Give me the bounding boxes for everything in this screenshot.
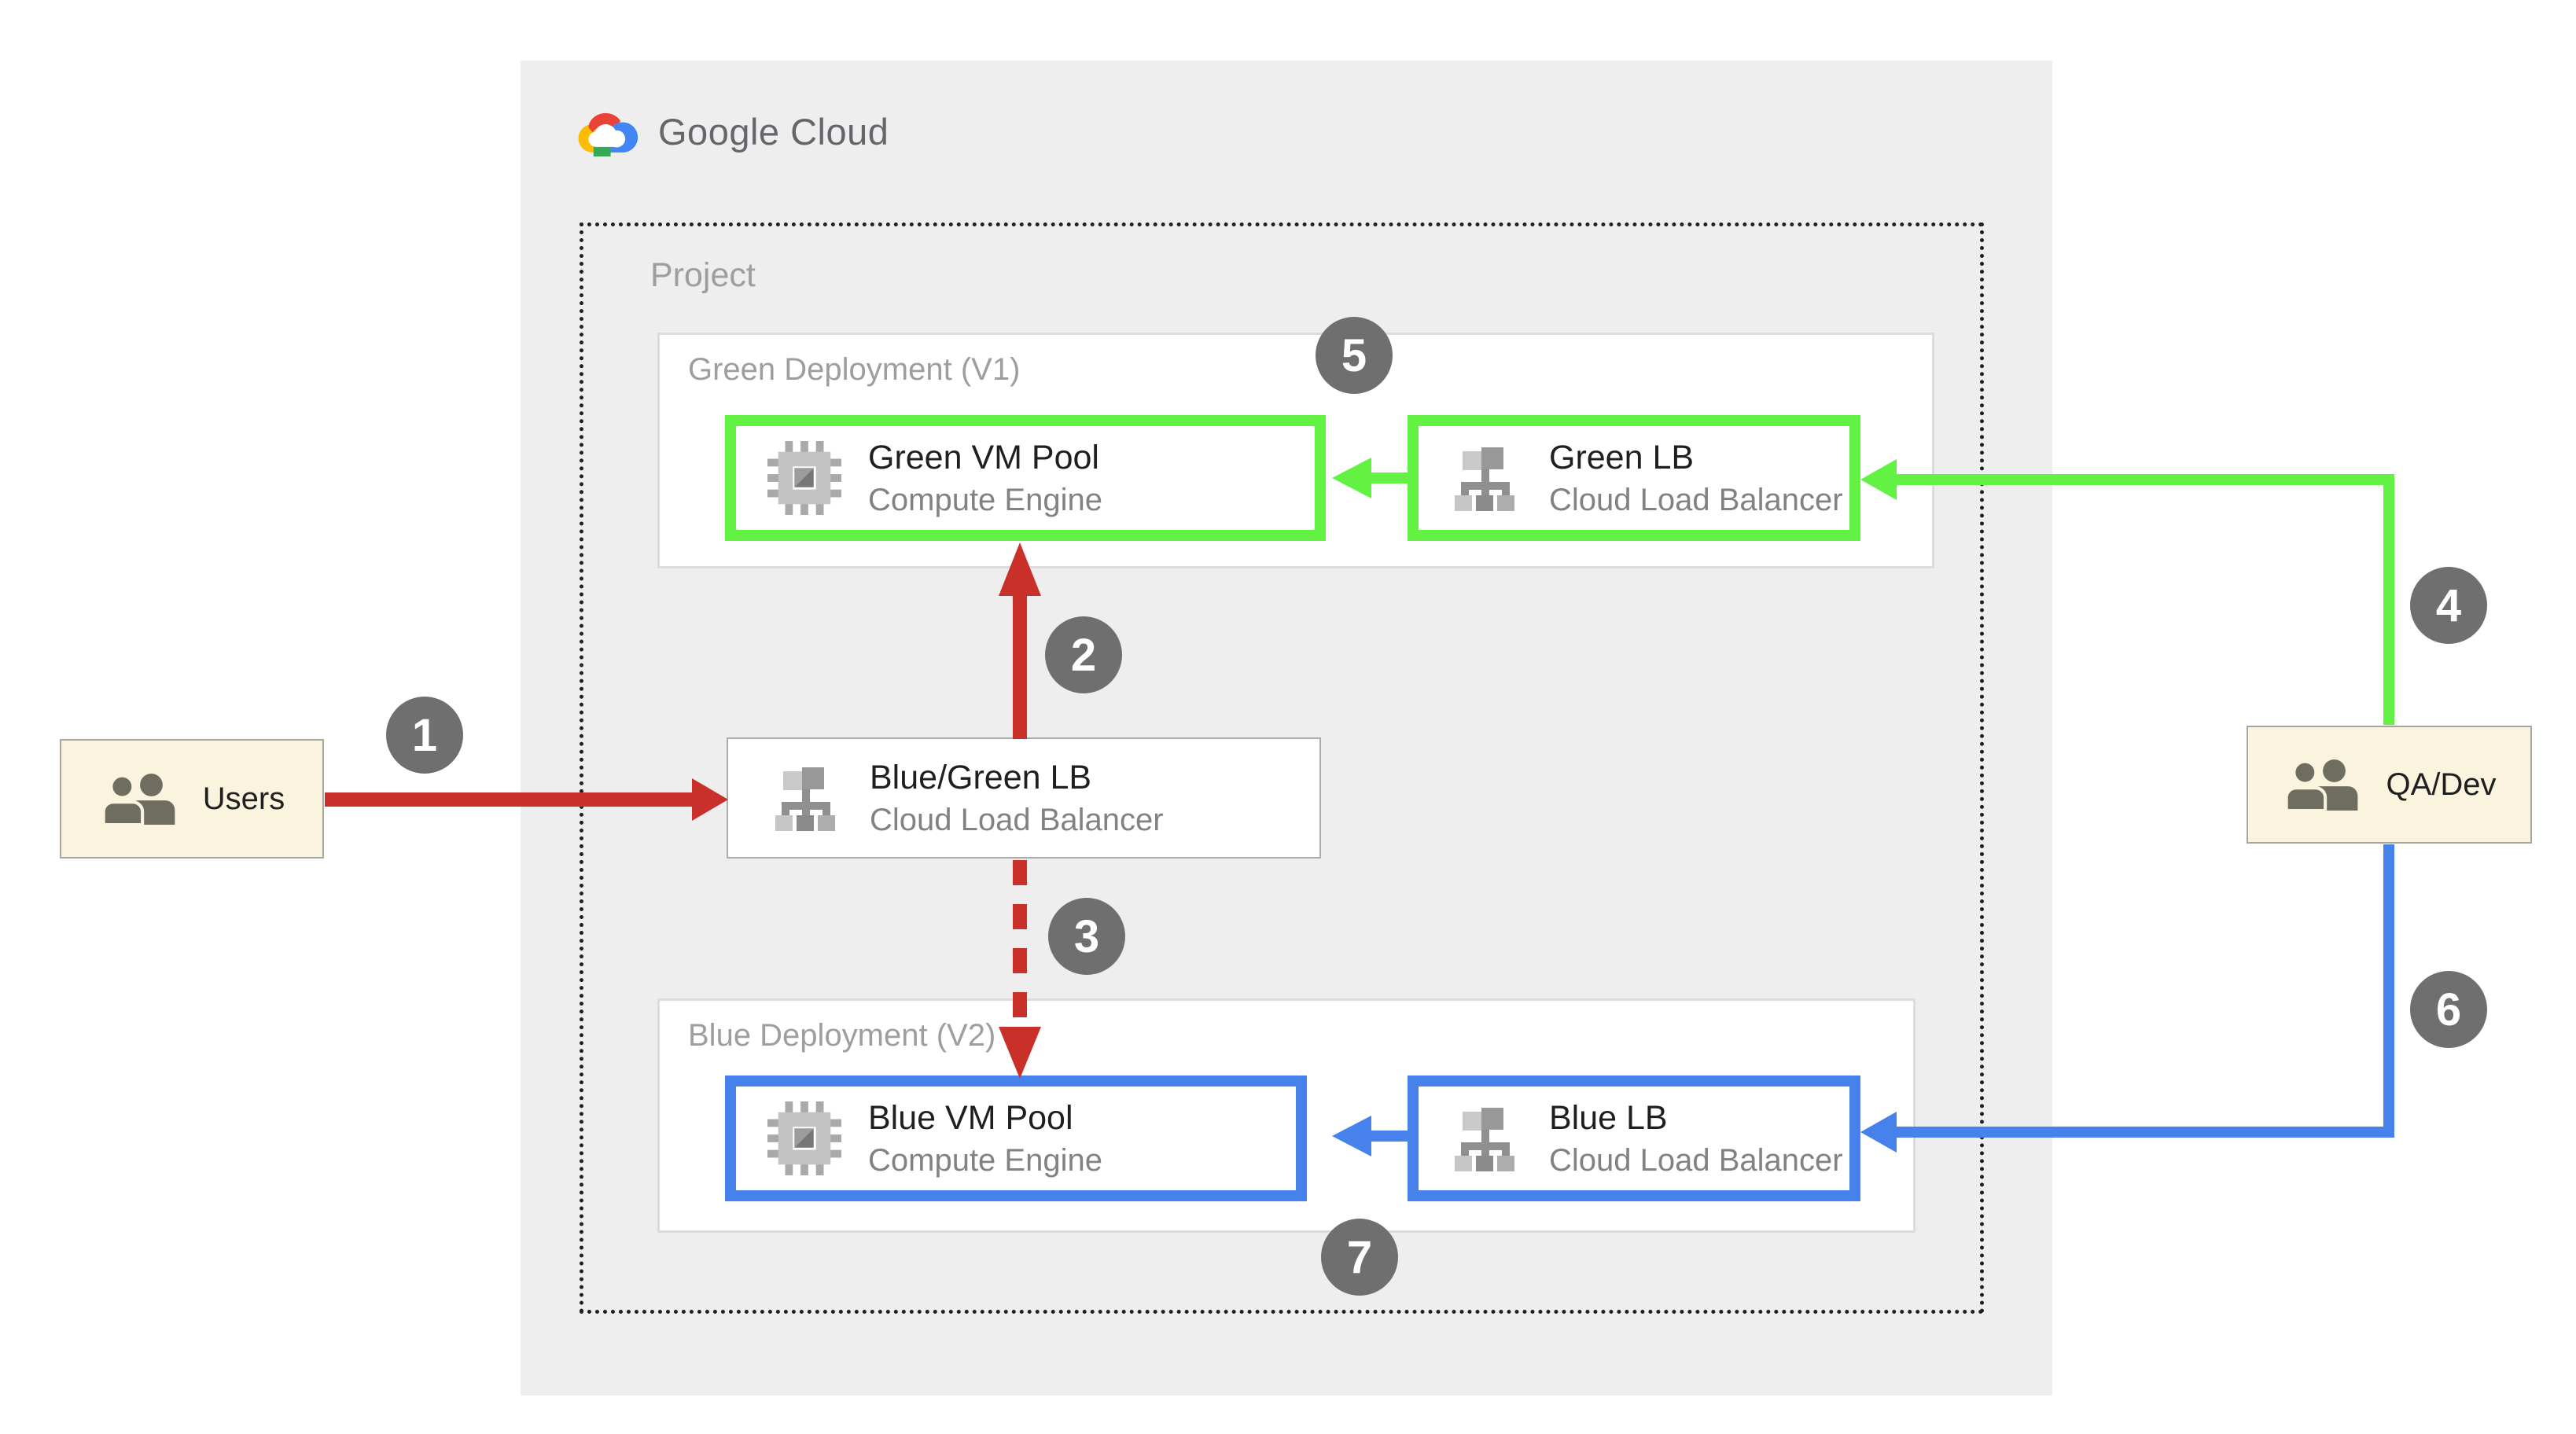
users-icon: [2285, 759, 2358, 811]
project-label: Project: [650, 256, 756, 294]
compute-engine-icon: [767, 441, 841, 515]
node-text: Blue LB Cloud Load Balancer: [1549, 1099, 1843, 1178]
google-cloud-logo-text: Google Cloud: [658, 110, 889, 153]
blue-green-lb-title: Blue/Green LB: [870, 758, 1092, 796]
actor-qa-dev: QA/Dev: [2247, 726, 2532, 844]
green-lb-subtitle: Cloud Load Balancer: [1549, 482, 1843, 517]
step-badge-7: 7: [1321, 1219, 1398, 1296]
green-vm-pool-subtitle: Compute Engine: [868, 482, 1102, 517]
load-balancer-icon: [775, 767, 835, 831]
blue-green-lb-subtitle: Cloud Load Balancer: [870, 802, 1164, 837]
node-green-vm-pool: Green VM Pool Compute Engine: [725, 415, 1326, 541]
step-badge-1: 1: [386, 697, 463, 774]
users-icon: [101, 774, 175, 825]
node-blue-vm-pool: Blue VM Pool Compute Engine: [725, 1076, 1307, 1201]
step-badge-6: 6: [2410, 971, 2487, 1048]
google-cloud-logo-icon: [578, 112, 638, 157]
blue-lb-title: Blue LB: [1549, 1098, 1668, 1137]
node-text: Blue VM Pool Compute Engine: [868, 1099, 1102, 1178]
step-badge-3: 3: [1048, 898, 1125, 975]
actor-users: Users: [60, 739, 324, 859]
load-balancer-icon: [1455, 447, 1514, 511]
node-blue-green-lb: Blue/Green LB Cloud Load Balancer: [727, 737, 1321, 859]
load-balancer-icon: [1455, 1108, 1514, 1171]
green-lb-title: Green LB: [1549, 438, 1695, 476]
green-vm-pool-title: Green VM Pool: [868, 438, 1099, 476]
step-badge-4: 4: [2410, 567, 2487, 644]
step-badge-2: 2: [1045, 616, 1122, 693]
node-text: Green VM Pool Compute Engine: [868, 439, 1102, 518]
node-blue-lb: Blue LB Cloud Load Balancer: [1408, 1076, 1860, 1201]
step-badge-5: 5: [1316, 317, 1393, 394]
blue-lb-subtitle: Cloud Load Balancer: [1549, 1142, 1843, 1178]
node-text: Blue/Green LB Cloud Load Balancer: [870, 759, 1164, 838]
qa-dev-label: QA/Dev: [2386, 767, 2497, 802]
node-green-lb: Green LB Cloud Load Balancer: [1408, 415, 1860, 541]
blue-vm-pool-subtitle: Compute Engine: [868, 1142, 1102, 1178]
blue-vm-pool-title: Blue VM Pool: [868, 1098, 1073, 1137]
compute-engine-icon: [767, 1101, 841, 1175]
blue-deployment-label: Blue Deployment (V2): [688, 1018, 996, 1053]
node-text: Green LB Cloud Load Balancer: [1549, 439, 1843, 518]
users-label: Users: [202, 781, 285, 816]
project-boundary: Project: [580, 222, 1984, 1314]
green-deployment-label: Green Deployment (V1): [688, 352, 1021, 387]
google-cloud-logo: Google Cloud: [576, 105, 889, 158]
